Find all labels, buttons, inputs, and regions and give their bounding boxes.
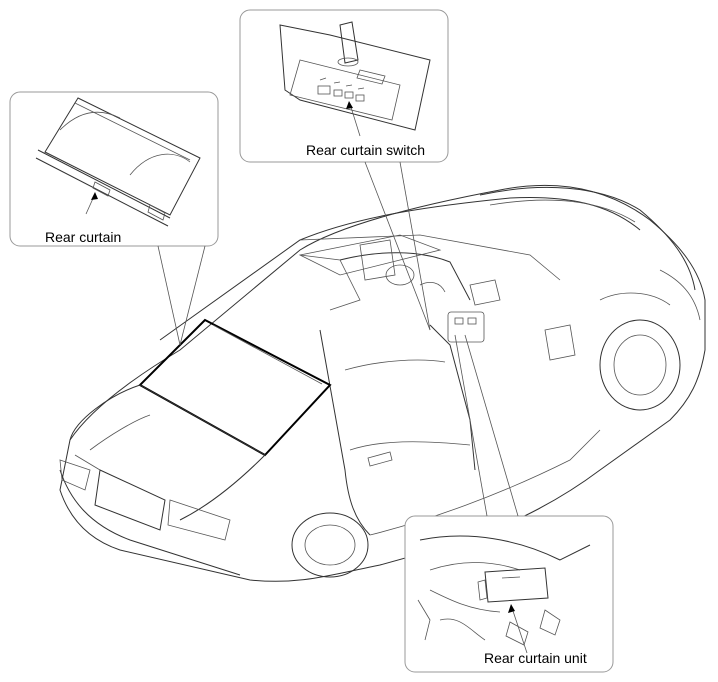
rear-curtain-switch-callout xyxy=(239,9,449,163)
rear-curtain-unit-callout xyxy=(404,515,614,673)
rear-curtain-label: Rear curtain xyxy=(45,229,122,245)
leader-lines xyxy=(157,161,519,517)
rear-curtain-callout xyxy=(9,91,219,247)
rear-curtain-unit-label: Rear curtain unit xyxy=(484,650,587,666)
car-body xyxy=(59,184,706,582)
rear-curtain-switch-label: Rear curtain switch xyxy=(306,142,426,158)
